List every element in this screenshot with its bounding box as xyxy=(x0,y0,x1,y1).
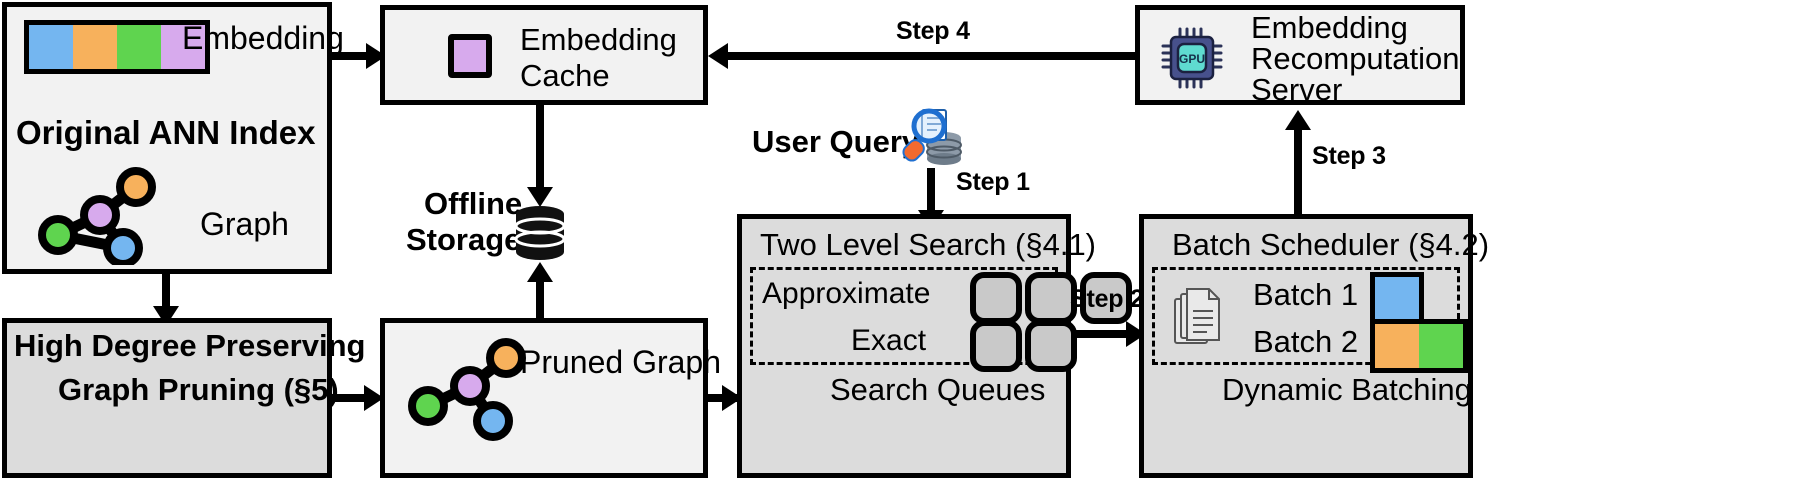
batch-1-chip-strip xyxy=(1370,272,1424,326)
arrow-step3-head xyxy=(1285,110,1311,130)
embedding-cache-box xyxy=(380,5,708,105)
gpu-chip-icon-text: GPU xyxy=(1179,52,1205,66)
step-2-label: Step 2 xyxy=(1070,285,1144,313)
embedding-chip-orange xyxy=(73,25,117,69)
arrow-pruned-to-storage-shaft xyxy=(536,272,544,320)
batch-1-label: Batch 1 xyxy=(1253,277,1359,312)
recomputation-server-line1: Embedding xyxy=(1251,10,1408,45)
embedding-chip-purple xyxy=(161,25,205,69)
dynamic-batching-dashed-region xyxy=(1152,267,1460,365)
recomputation-server-line2: Recomputation xyxy=(1251,41,1460,76)
graph-pruning-title-line1: High Degree Preserving xyxy=(14,328,366,363)
approximate-row-label: Approximate xyxy=(762,277,931,310)
search-queues-footer: Search Queues xyxy=(830,372,1046,407)
gpu-chip-icon: GPU xyxy=(1160,26,1224,90)
offline-storage-label-line1: Offline xyxy=(424,186,523,221)
dynamic-batching-footer: Dynamic Batching xyxy=(1222,372,1472,407)
embedding-chip-strip xyxy=(24,20,210,74)
approximate-slot xyxy=(970,272,1022,324)
batch-1-chip-blue xyxy=(1375,277,1419,321)
approximate-slot-row xyxy=(970,272,1132,324)
graph-label: Graph xyxy=(200,206,289,242)
batch-2-chip-green xyxy=(1419,324,1463,368)
arrow-step2-shaft xyxy=(1071,330,1135,338)
embedding-cache-label-line1: Embedding xyxy=(520,22,677,57)
exact-slot-row xyxy=(970,320,1077,372)
two-level-search-title: Two Level Search (§4.1) xyxy=(760,227,1097,262)
original-graph-figure xyxy=(38,165,168,268)
arrow-step3-shaft xyxy=(1294,122,1302,214)
pruned-node-green xyxy=(408,386,448,426)
batch-scheduler-documents-stack-icon xyxy=(1172,288,1228,350)
recomputation-server-line3: Server xyxy=(1251,72,1343,107)
pruned-node-blue xyxy=(473,401,513,441)
batch-2-chip-strip xyxy=(1370,319,1468,373)
graph-pruning-box xyxy=(2,318,332,478)
embedding-cache-label-line2: Cache xyxy=(520,58,610,93)
exact-slot xyxy=(1025,320,1077,372)
exact-row-label: Exact xyxy=(851,324,927,357)
embedding-chip-blue xyxy=(29,25,73,69)
step-3-label: Step 3 xyxy=(1312,142,1386,170)
arrow-step1-shaft xyxy=(927,168,935,214)
exact-slot xyxy=(970,320,1022,372)
batch-scheduler-title: Batch Scheduler (§4.2) xyxy=(1172,227,1490,262)
arrow-index-to-cache-shaft xyxy=(332,52,374,60)
graph-node-blue xyxy=(103,228,143,268)
arrow-pruning-to-pruned-shaft xyxy=(332,394,370,402)
arrow-pruned-to-storage-head xyxy=(527,262,553,282)
pruned-node-orange xyxy=(486,338,526,378)
pruned-graph-box xyxy=(380,318,708,478)
pruned-graph-figure xyxy=(408,336,538,442)
arrow-index-to-pruning-shaft xyxy=(162,274,170,310)
approximate-slot xyxy=(1080,272,1132,324)
embedding-chip-green xyxy=(117,25,161,69)
step-1-label: Step 1 xyxy=(956,168,1030,196)
graph-pruning-title-line2: Graph Pruning (§5) xyxy=(58,372,339,407)
user-query-label: User Query xyxy=(752,124,920,159)
offline-storage-database-cylinder-icon xyxy=(512,205,568,261)
graph-node-purple xyxy=(80,195,120,235)
graph-node-orange xyxy=(116,167,156,207)
pruned-node-purple xyxy=(450,366,490,406)
step-4-label: Step 4 xyxy=(896,17,970,45)
user-query-magnifier-database-icon xyxy=(898,104,964,170)
arrow-cache-to-storage-head xyxy=(527,187,553,207)
arrow-pruning-to-pruned-head xyxy=(364,385,384,411)
graph-node-green xyxy=(38,215,78,255)
offline-storage-label-line2: Storage xyxy=(406,222,522,257)
embedding-cache-purple-square-icon xyxy=(448,34,492,78)
batch-2-chip-orange xyxy=(1375,324,1419,368)
query-magnifier xyxy=(902,108,947,162)
pruned-graph-label: Pruned Graph xyxy=(520,344,722,380)
arrow-step4-head xyxy=(708,43,728,69)
arrow-step4-shaft xyxy=(728,52,1136,60)
original-ann-index-title: Original ANN Index xyxy=(16,114,316,151)
batch-2-label: Batch 2 xyxy=(1253,324,1359,359)
embedding-label: Embedding xyxy=(182,20,344,56)
arrow-cache-to-storage-shaft xyxy=(536,105,544,191)
